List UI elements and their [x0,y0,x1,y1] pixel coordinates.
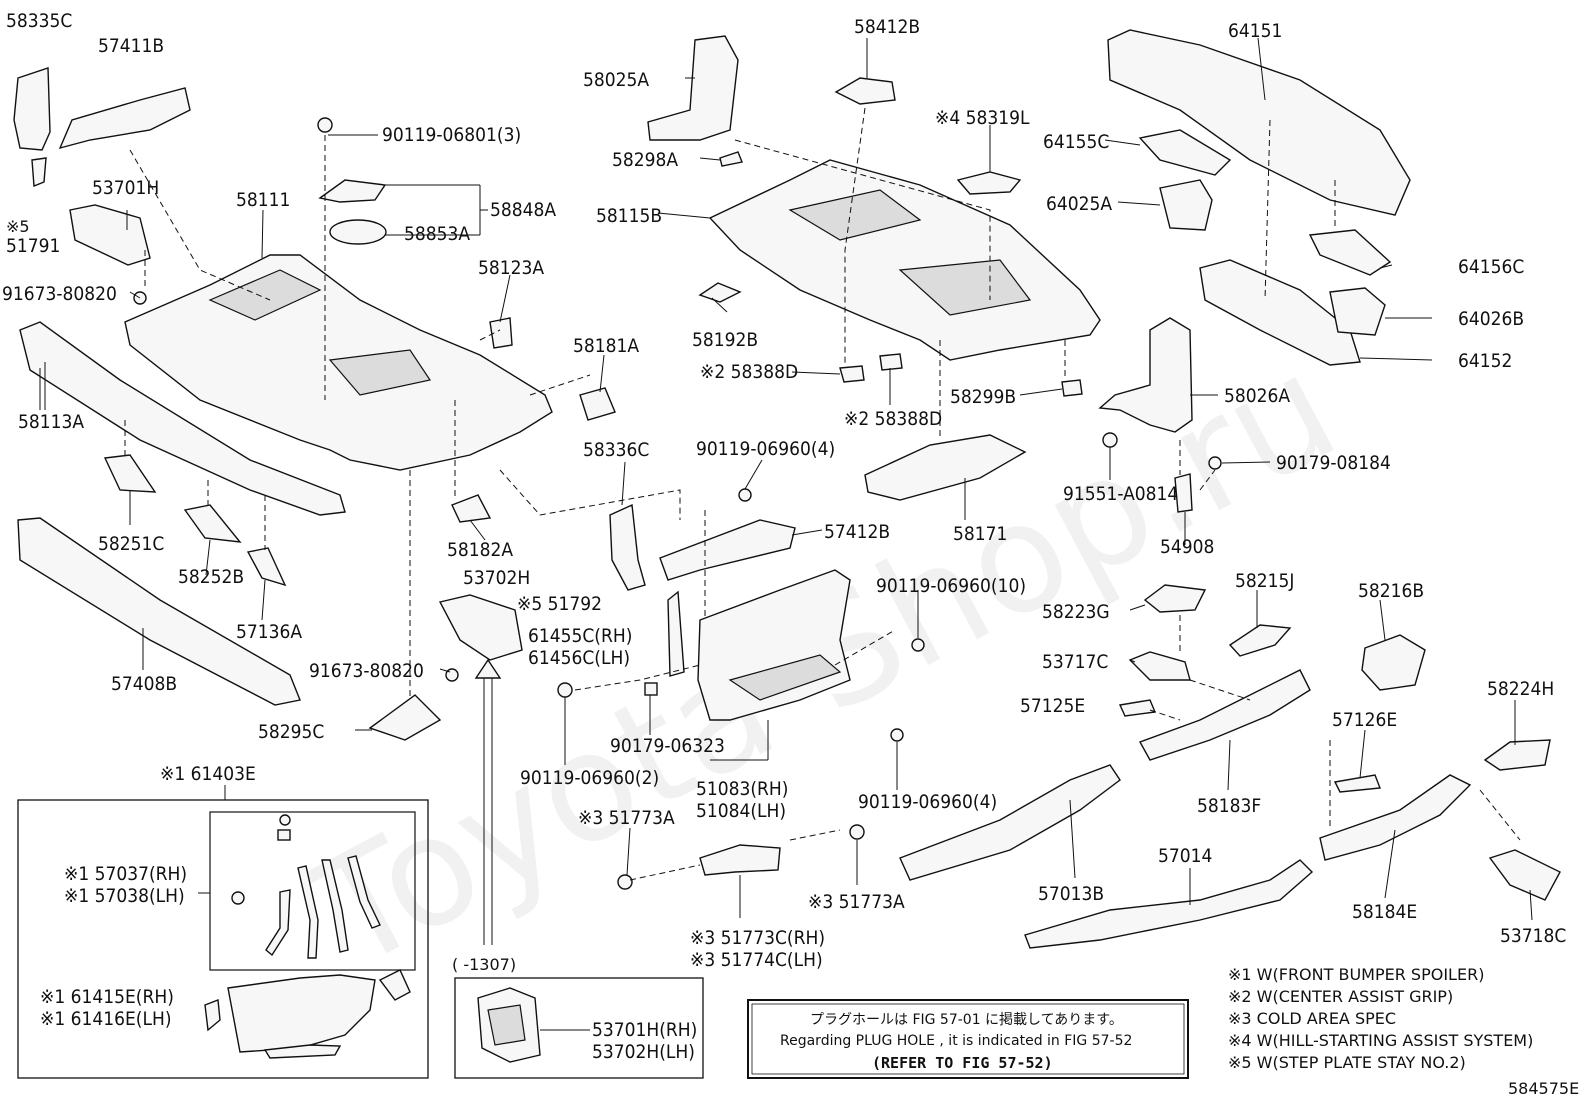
label-58388D-2: ※2 58388D [844,408,942,430]
label-90119-06960-2: 90119-06960(2) [520,767,659,789]
footnote-1: ※1 W(FRONT BUMPER SPOILER) [1228,965,1484,984]
label-90179-06323: 90179-06323 [610,735,725,757]
label-58111: 58111 [236,189,290,211]
label-58336C: 58336C [583,439,649,461]
label-58123A: 58123A [478,257,544,279]
label-51084: 51084(LH) [696,800,786,822]
footnote-5: ※5 W(STEP PLATE STAY NO.2) [1228,1053,1466,1072]
reference-fig: (REFER TO FIG 57-52) [872,1054,1053,1072]
label-58115B: 58115B [596,205,662,227]
label-58216B: 58216B [1358,580,1424,602]
part-labels: 58335C 57411B ※5 51791 53701H 91673-8082… [2,10,1566,971]
reference-jp: プラグホールは FIG 57-01 に掲載してあります。 [810,1012,1123,1028]
label-91673-a: 91673-80820 [2,283,117,305]
assembly-dashed-lines [124,107,1521,881]
label-90119-06960-10: 90119-06960(10) [876,575,1026,597]
label-58192B: 58192B [692,329,758,351]
label-51774C: ※3 51774C(LH) [690,949,823,971]
label-61416E: ※1 61416E(LH) [40,1008,172,1030]
label-64025A: 64025A [1046,193,1112,215]
label-58025A: 58025A [583,69,649,91]
inset-arrow [474,658,502,945]
label-64151: 64151 [1228,20,1282,42]
label-57014: 57014 [1158,845,1212,867]
label-58412B: 58412B [854,16,920,38]
label-90119-06960-4a: 90119-06960(4) [696,438,835,460]
label-58171: 58171 [953,523,1007,545]
label-61403E: ※1 61403E [160,763,256,785]
label-58215J: 58215J [1235,570,1294,592]
footnote-2: ※2 W(CENTER ASSIST GRIP) [1228,987,1453,1006]
label-57013B: 57013B [1038,883,1104,905]
inset-front-bumper-spoiler: ※1 61403E ※1 57037(RH) ※1 57038(LH) ※1 6… [17,763,429,1079]
label-58848A: 58848A [490,199,556,221]
label-51792: ※5 51792 [517,593,602,615]
label-91673-b: 91673-80820 [309,660,424,682]
label-51773A-1: ※3 51773A [578,807,675,829]
label-53717C: 53717C [1042,651,1108,673]
label-91551: 91551-A0814 [1063,483,1178,505]
label-64156C: 64156C [1458,256,1524,278]
footnote-3: ※3 COLD AREA SPEC [1228,1009,1396,1028]
label-58295C: 58295C [258,721,324,743]
label-58299B: 58299B [950,386,1016,408]
inset-label-53702H: 53702H(LH) [592,1041,695,1063]
label-57412B: 57412B [824,521,890,543]
label-58224H: 58224H [1487,678,1554,700]
label-57136A: 57136A [236,621,302,643]
label-51791-note: ※5 [6,217,30,236]
label-61415E: ※1 61415E(RH) [40,986,174,1008]
label-53702H: 53702H [463,567,530,589]
label-51773A-2: ※3 51773A [808,891,905,913]
reference-en: Regarding PLUG HOLE , it is indicated in… [780,1033,1132,1049]
label-58223G: 58223G [1042,601,1110,623]
label-58026A: 58026A [1224,385,1290,407]
figure-id: 584575E [1508,1079,1579,1098]
label-58388D-1: ※2 58388D [700,361,798,383]
label-53701H: 53701H [92,177,159,199]
label-58181A: 58181A [573,335,639,357]
reference-box: プラグホールは FIG 57-01 に掲載してあります。 Regarding P… [747,999,1189,1079]
label-61456C: 61456C(LH) [528,647,630,669]
label-58252B: 58252B [178,566,244,588]
inset-date-label: ( -1307) [452,955,516,974]
label-64155C: 64155C [1043,131,1109,153]
label-90119-06801: 90119-06801(3) [382,124,521,146]
label-57038: ※1 57038(LH) [64,885,185,907]
label-90119-06960-4b: 90119-06960(4) [858,791,997,813]
label-64026B: 64026B [1458,308,1524,330]
label-57126E: 57126E [1332,709,1397,731]
inset-date-range: ( -1307) 53701H(RH) 53702H(LH) [452,955,704,1079]
label-58335C: 58335C [6,10,72,32]
label-61455C: 61455C(RH) [528,625,632,647]
label-54908: 54908 [1160,536,1214,558]
leader-lines [39,37,1533,921]
label-57037: ※1 57037(RH) [64,863,187,885]
label-57408B: 57408B [111,673,177,695]
footnote-4: ※4 W(HILL-STARTING ASSIST SYSTEM) [1228,1031,1533,1050]
label-58184E: 58184E [1352,901,1417,923]
part-shapes [13,29,1561,949]
label-57411B: 57411B [98,35,164,57]
label-51083: 51083(RH) [696,778,788,800]
label-64152: 64152 [1458,350,1512,372]
label-51791: 51791 [6,235,60,257]
label-58319L: ※4 58319L [935,107,1030,129]
label-58183F: 58183F [1197,795,1261,817]
label-90179-08184: 90179-08184 [1276,452,1391,474]
label-57125E: 57125E [1020,695,1085,717]
label-58113A: 58113A [18,411,84,433]
label-58251C: 58251C [98,533,164,555]
footnotes: ※1 W(FRONT BUMPER SPOILER) ※2 W(CENTER A… [1228,965,1533,1072]
label-58298A: 58298A [612,149,678,171]
inset-label-53701H: 53701H(RH) [592,1019,697,1041]
label-53718C: 53718C [1500,925,1566,947]
label-51773C: ※3 51773C(RH) [690,927,825,949]
label-58182A: 58182A [447,539,513,561]
label-58853A: 58853A [404,223,470,245]
